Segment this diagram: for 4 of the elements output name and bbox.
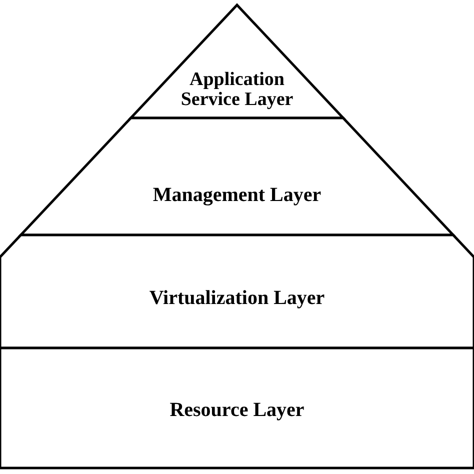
layer-label: Virtualization Layer: [148, 288, 326, 308]
layer-label: Management Layer: [152, 184, 322, 206]
layer-label: Resource Layer: [168, 400, 306, 420]
layer-label: Application Service Layer: [180, 70, 294, 110]
